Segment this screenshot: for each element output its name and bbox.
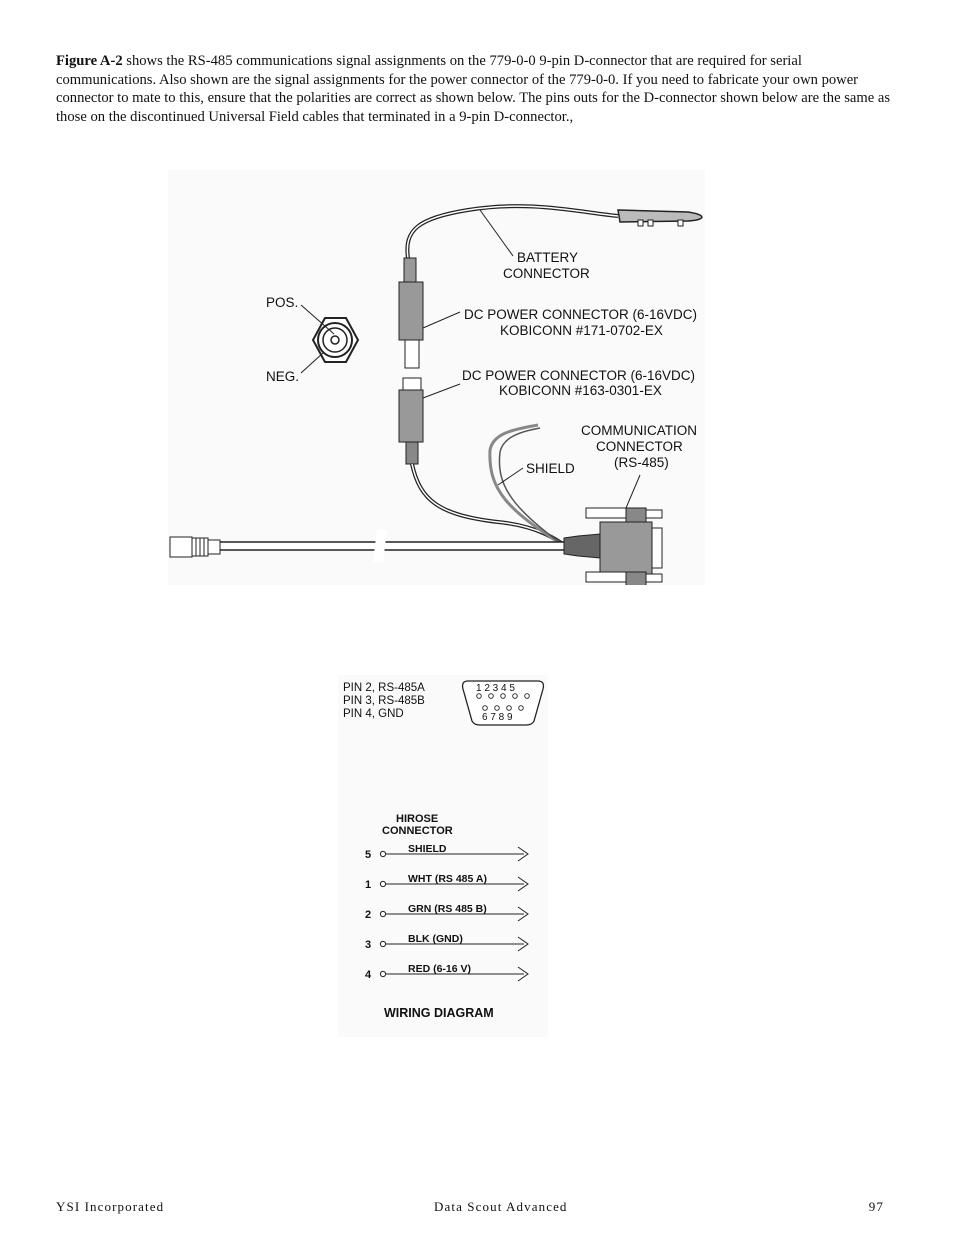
battery-cable bbox=[405, 204, 619, 259]
comm-label-3: (RS-485) bbox=[614, 455, 669, 470]
wire-row-shield: 5 SHIELD bbox=[365, 843, 529, 862]
svg-text:GRN (RS 485 B): GRN (RS 485 B) bbox=[408, 903, 487, 915]
main-cable bbox=[217, 541, 569, 551]
wire-row-blk: 3 BLK (GND) bbox=[365, 933, 529, 952]
wire-row-red: 4 RED (6-16 V) bbox=[365, 963, 529, 982]
comm-label-2: CONNECTOR bbox=[596, 439, 683, 454]
pin-assignment-2: PIN 3, RS-485B bbox=[343, 695, 425, 707]
comm-label-1: COMMUNICATION bbox=[581, 423, 697, 438]
svg-text:4: 4 bbox=[365, 969, 372, 981]
svg-text:RED (6-16 V): RED (6-16 V) bbox=[408, 963, 471, 975]
footer-company: YSI Incorporated bbox=[56, 1199, 165, 1214]
wire-row-grn: 2 GRN (RS 485 B) bbox=[365, 903, 529, 922]
dsub-pinout-shell bbox=[461, 680, 545, 726]
dc-upper-label-2: KOBICONN #171-0702-EX bbox=[500, 323, 663, 338]
svg-text:WHT (RS 485 A): WHT (RS 485 A) bbox=[408, 873, 487, 885]
pin-assignment-1: PIN 2, RS-485A bbox=[343, 682, 425, 694]
dc-lower-label-1: DC POWER CONNECTOR (6-16VDC) bbox=[462, 368, 695, 383]
battery-label-2: CONNECTOR bbox=[503, 266, 590, 281]
pos-label: POS. bbox=[266, 295, 298, 310]
shield-label: SHIELD bbox=[526, 461, 575, 476]
footer-product: Data Scout Advanced bbox=[434, 1199, 568, 1214]
battery-label-1: BATTERY bbox=[517, 250, 578, 265]
figure-reference: Figure A-2 bbox=[56, 53, 123, 69]
dc-lower-label-2: KOBICONN #163-0301-EX bbox=[499, 383, 662, 398]
dc-upper-label-1: DC POWER CONNECTOR (6-16VDC) bbox=[464, 307, 697, 322]
pin-assignment-3: PIN 4, GND bbox=[343, 708, 404, 720]
hirose-title-2: CONNECTOR bbox=[382, 825, 453, 837]
svg-text:BLK (GND): BLK (GND) bbox=[408, 933, 463, 945]
hirose-plug bbox=[169, 536, 221, 558]
dc-connector-lower bbox=[402, 377, 422, 391]
d-connector bbox=[563, 507, 663, 587]
wiring-diagram-caption: WIRING DIAGRAM bbox=[384, 1006, 494, 1020]
dc-connector-upper bbox=[403, 257, 417, 283]
cable-illustration: BATTERY CONNECTOR POS. NEG. DC POWER CON… bbox=[169, 204, 703, 587]
dsub-top-numbers: 1 2 3 4 5 bbox=[476, 683, 515, 694]
battery-clip bbox=[617, 209, 703, 223]
intro-text: shows the RS-485 communications signal a… bbox=[56, 53, 891, 125]
shield-wire bbox=[488, 423, 564, 547]
hirose-title-1: HIROSE bbox=[396, 813, 438, 825]
wiring-illustration: PIN 2, RS-485A PIN 3, RS-485B PIN 4, GND… bbox=[343, 680, 545, 1020]
dsub-pins bbox=[476, 693, 530, 711]
intro-paragraph: Figure A-2 shows the RS-485 communicatio… bbox=[56, 52, 896, 126]
wiring-figure: PIN 2, RS-485A PIN 3, RS-485B PIN 4, GND… bbox=[338, 675, 548, 1037]
power-jack bbox=[311, 317, 360, 363]
dsub-bottom-numbers: 6 7 8 9 bbox=[482, 712, 513, 723]
svg-text:1: 1 bbox=[365, 879, 371, 891]
neg-label: NEG. bbox=[266, 369, 299, 384]
cable-figure: BATTERY CONNECTOR POS. NEG. DC POWER CON… bbox=[168, 170, 705, 587]
svg-text:SHIELD: SHIELD bbox=[408, 843, 447, 855]
wire-row-wht: 1 WHT (RS 485 A) bbox=[365, 873, 529, 892]
svg-text:3: 3 bbox=[365, 939, 371, 951]
footer-page-number: 97 bbox=[868, 1199, 884, 1214]
svg-text:2: 2 bbox=[365, 909, 371, 921]
svg-text:5: 5 bbox=[365, 849, 371, 861]
